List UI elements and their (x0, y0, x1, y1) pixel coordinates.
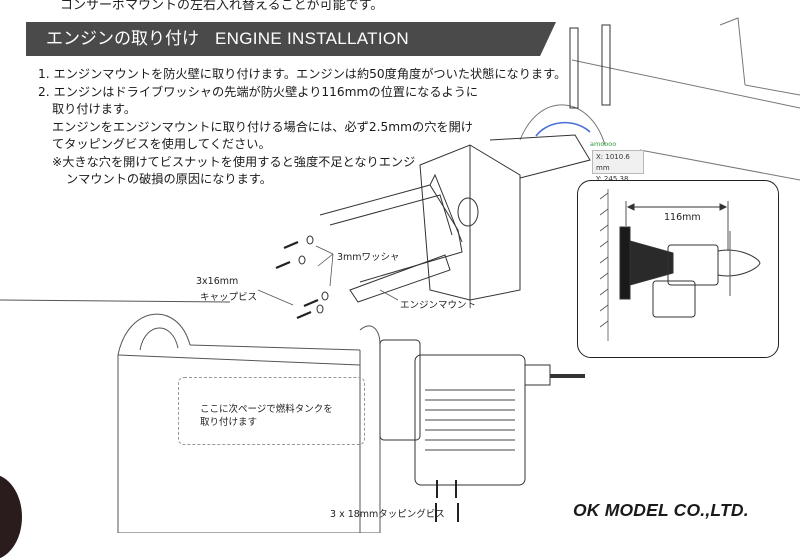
antenna-rods (569, 24, 611, 109)
installed-engine (379, 339, 585, 486)
canopy-arc (535, 121, 591, 137)
brand-logo: OK MODEL CO.,LTD. (573, 500, 749, 520)
instruction-step-2-cont: 取り付けます。 (52, 102, 137, 116)
fuel-tank-note-line-1: ここに次ページで燃料タンクを (200, 404, 333, 415)
instruction-step-2: 2. エンジンはドライブワッシャの先端が防火壁より116mmの位置になるように (38, 84, 479, 99)
section-title-japanese: エンジンの取り付け (46, 29, 199, 49)
engine-mount-label: エンジンマウント (400, 300, 477, 311)
inset-mount-arm (629, 240, 674, 286)
instruction-step-1: 1. エンジンマウントを防火壁に取り付けます。エンジンは約50度角度がついた状態… (38, 67, 567, 81)
firewall-hatch (599, 189, 609, 341)
fuel-tank-placeholder-box (178, 377, 365, 445)
assembly-illustration (0, 17, 800, 533)
inset-mount-plate (619, 226, 631, 300)
instruction-drill-note-cont: てタッピングビスを使用してください。 (52, 137, 271, 151)
tapping-screw-label: 3 x 18mmタッピングビス (330, 509, 445, 520)
dimension-inset (577, 180, 779, 358)
firewall-box (419, 134, 591, 301)
inset-drawing (599, 189, 761, 341)
inset-engine-cylinder (652, 280, 696, 318)
section-title-banner: エンジンの取り付け ENGINE INSTALLATION (26, 22, 556, 56)
inset-engine-body (667, 244, 719, 286)
instruction-list: 1. エンジンマウントを防火壁に取り付けます。エンジンは約50度角度がついた状態… (38, 66, 578, 189)
tapping-screws (435, 480, 459, 522)
cap-screw-label: キャップビス (200, 292, 258, 303)
leader-lines (257, 245, 399, 306)
instruction-warning: ※大きな穴を開けてビスナットを使用すると強度不足となりエンジ (52, 154, 416, 169)
coord-readout-tag: amoooo (590, 140, 617, 148)
section-title-english: ENGINE INSTALLATION (215, 29, 409, 48)
fuselage-upper-outline (519, 17, 800, 181)
instruction-warning-cont: ンマウントの破損の原因になります。 (66, 172, 272, 186)
dimension-label: 116mm (664, 212, 701, 223)
coordinate-readout: X: 1010.6 mm Y: 245.38 mm (592, 150, 644, 194)
cap-screw-size-label: 3x16mm (196, 276, 239, 287)
inset-spinner (717, 249, 761, 277)
fuel-tank-note: ここに次ページで燃料タンクを 取り付けます (200, 403, 333, 429)
previous-section-text: コンサーボマウントの左右入れ替えることが可能です。 (60, 0, 384, 13)
engine-mount (319, 173, 463, 303)
washers (298, 235, 329, 314)
coord-x: X: 1010.6 mm (596, 153, 630, 172)
instruction-drill-note: エンジンをエンジンマウントに取り付ける場合には、必ず2.5mmの穴を開け (52, 119, 473, 134)
fuel-tank-note-line-2: 取り付けます (200, 417, 258, 428)
washer-label: 3mmワッシャ (337, 252, 400, 263)
cap-screws (275, 240, 319, 320)
